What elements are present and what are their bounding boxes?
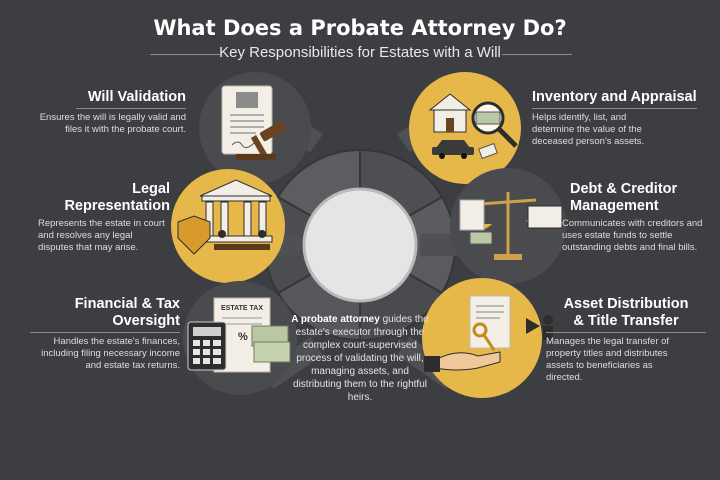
asset-distribution-title-line-1: Asset Distribution [563,296,689,312]
asset-distribution-underline [546,332,706,333]
svg-text:ESTATE TAX: ESTATE TAX [221,305,263,312]
center-description: A probate attorney guides the estate's e… [286,313,434,404]
debt-creditor-title-line-1: Debt & Creditor [570,181,678,197]
legal-representation-title-line-1: Legal [132,181,170,197]
page-title: What Does a Probate Attorney Do? [153,16,567,40]
svg-text:%: % [238,331,248,343]
asset-distribution-title: Asset Distribution& Title Transfer [546,296,706,330]
legal-representation-text: Represents the estate in court and resol… [38,218,165,253]
asset-distribution-title-line-2: & Title Transfer [573,313,679,329]
courthouse-shield-icon [171,169,285,283]
will-document-gavel-icon [199,72,311,184]
will-validation-title: Will Validation [87,89,186,105]
subtitle-rule-left [150,54,220,55]
calculator-estate-tax-icon: ESTATE TAX % [183,281,297,395]
hands-key-deed-icon [422,278,553,398]
center-lead: A probate attorney [291,314,380,325]
inventory-appraisal-text: Helps identify, list, and determine the … [532,112,645,147]
debt-creditor-title-line-2: Management [570,198,659,214]
inventory-appraisal-underline [532,108,697,109]
inventory-appraisal-section: Inventory and Appraisal Helps identify, … [532,89,697,148]
asset-distribution-section: Asset Distribution& Title Transfer Manag… [546,296,706,384]
financial-tax-title-line-2: Oversight [112,313,180,329]
financial-tax-underline [30,332,180,333]
will-validation-text: Ensures the will is legally valid and fi… [39,112,186,135]
debt-creditor-text: Communicates with creditors and uses est… [562,218,703,253]
financial-tax-title-line-1: Financial & Tax [74,296,180,312]
page-subtitle: Key Responsibilities for Estates with a … [219,44,501,61]
will-validation-section: Will Validation Ensures the will is lega… [36,89,186,136]
will-validation-underline [76,108,186,109]
center-body: guides the estate's executor through the… [293,314,429,403]
inventory-appraisal-title: Inventory and Appraisal [532,89,697,105]
subtitle-rule-right [502,54,572,55]
center-circle [302,187,418,303]
financial-tax-text: Handles the estate's finances, including… [41,336,180,371]
legal-representation-title-line-2: Representation [64,198,170,214]
scales-bills-icon [450,168,566,284]
house-car-magnifier-icon [409,72,521,184]
asset-distribution-text: Manages the legal transfer of property t… [546,336,670,383]
